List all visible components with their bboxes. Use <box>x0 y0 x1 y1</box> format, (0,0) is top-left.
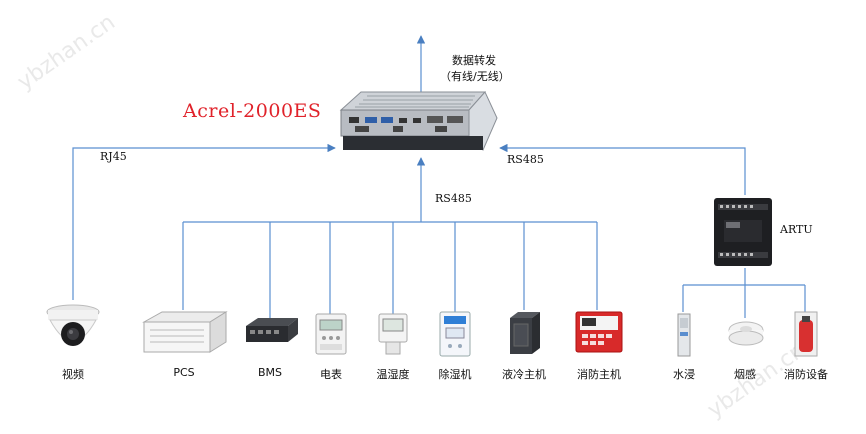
device-label-pcs: PCS <box>173 366 195 379</box>
artu-module <box>712 196 774 268</box>
rj45-label: RJ45 <box>100 150 127 163</box>
rs485-right-label: RS485 <box>507 153 544 166</box>
device-thermo-hygrometer <box>376 312 410 356</box>
rs485-artu-line <box>499 143 746 195</box>
device-fire-equipment <box>793 310 819 358</box>
dome-camera-icon <box>46 304 100 346</box>
device-camera <box>40 300 106 360</box>
device-liquid-cooling <box>508 310 542 356</box>
rs485-bottom-label: RS485 <box>435 192 472 205</box>
rj45-line <box>72 143 336 300</box>
device-label-water-leak: 水浸 <box>673 368 695 381</box>
fire-control-panel-icon <box>575 311 623 353</box>
bms-module-icon <box>246 318 298 342</box>
smoke-detector-icon <box>728 321 764 346</box>
pcs-cabinet-icon <box>142 311 228 353</box>
device-meter <box>314 312 348 356</box>
water-leak-sensor-icon <box>677 313 691 357</box>
device-label-smoke: 烟感 <box>734 368 756 381</box>
gateway-box-icon <box>339 91 498 151</box>
device-label-bms: BMS <box>257 366 283 379</box>
forward-label-line2: （有线/无线） <box>440 70 510 83</box>
device-label-dehumidifier: 除湿机 <box>438 368 472 381</box>
gateway-device <box>335 88 503 156</box>
device-label-camera: 视频 <box>62 368 84 381</box>
device-pcs <box>140 310 228 356</box>
thermo-hygrometer-icon <box>378 313 408 355</box>
liquid-cooling-unit-icon <box>510 312 540 354</box>
device-fire-panel <box>574 310 624 354</box>
device-label-liquid-cooling: 液冷主机 <box>502 368 546 381</box>
device-label-fire-panel: 消防主机 <box>577 368 621 381</box>
device-label-fire-equipment: 消防设备 <box>784 368 828 381</box>
device-bms <box>244 316 300 346</box>
device-water-leak <box>675 312 693 358</box>
device-smoke <box>727 318 765 348</box>
device-label-thermo-hygrometer: 温湿度 <box>376 368 410 381</box>
device-label-meter: 电表 <box>320 368 342 381</box>
gateway-title: Acrel-2000ES <box>183 100 322 122</box>
fire-extinguisher-icon <box>794 311 818 357</box>
forward-label-line1: 数据转发 <box>452 54 496 67</box>
artu-label: ARTU <box>780 223 813 236</box>
artu-icon <box>714 198 772 266</box>
device-dehumidifier <box>438 310 472 358</box>
energy-meter-icon <box>315 313 347 355</box>
dehumidifier-icon <box>439 311 471 357</box>
